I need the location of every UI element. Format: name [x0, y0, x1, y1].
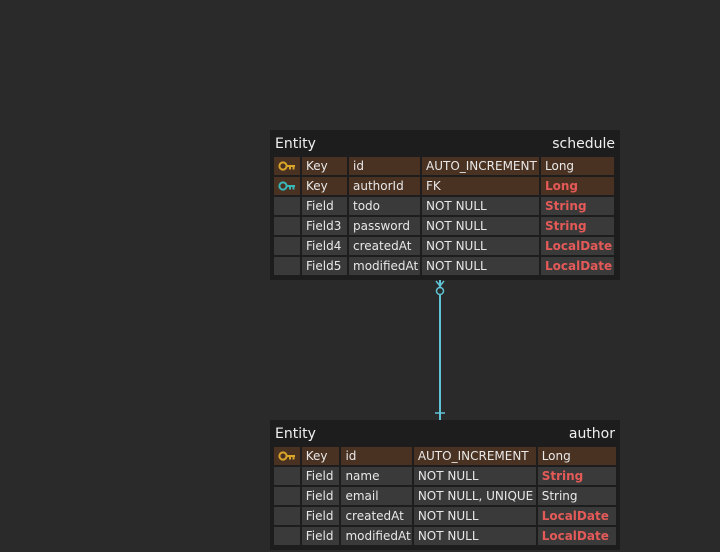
field-name: todo	[349, 197, 420, 215]
entity-name[interactable]: author	[568, 426, 615, 442]
field-type: String	[537, 467, 616, 485]
field-constraint: AUTO_INCREMENT	[422, 157, 539, 175]
field-constraint: NOT NULL	[422, 197, 539, 215]
field-role: Key	[301, 447, 340, 465]
field-role: Field3	[302, 217, 347, 235]
field-constraint: NOT NULL	[422, 257, 539, 275]
field-constraint: NOT NULL	[413, 467, 536, 485]
primary-key-icon	[274, 447, 300, 465]
field-type: LocalDate	[537, 507, 616, 525]
primary-key-icon	[274, 157, 300, 175]
field-constraint: NOT NULL	[413, 507, 536, 525]
crowfoot-zero-many-marker	[435, 280, 445, 296]
field-type: String	[541, 217, 614, 235]
field-role: Field5	[302, 257, 347, 275]
field-type: String	[541, 197, 614, 215]
field-type: Long	[537, 447, 616, 465]
field-role: Field	[301, 507, 340, 525]
entity-header: Entity author	[271, 421, 619, 447]
field-name: name	[341, 467, 412, 485]
field-type: Long	[541, 157, 614, 175]
field-role: Field	[302, 197, 347, 215]
field-type: String	[537, 487, 616, 505]
field-name: id	[341, 447, 412, 465]
field-icon-slot	[274, 507, 300, 525]
field-name: password	[349, 217, 420, 235]
field-name: createdAt	[341, 507, 412, 525]
field-role: Field	[301, 527, 340, 545]
field-icon-slot	[274, 237, 300, 255]
field-icon-slot	[274, 197, 300, 215]
field-role: Key	[302, 157, 347, 175]
entity-name[interactable]: schedule	[552, 136, 615, 152]
field-role: Field	[301, 487, 340, 505]
field-name: email	[341, 487, 412, 505]
field-icon-slot	[274, 257, 300, 275]
field-name: modifiedAt	[349, 257, 420, 275]
field-name: createdAt	[349, 237, 420, 255]
field-constraint: AUTO_INCREMENT	[413, 447, 536, 465]
entity-kind-label: Entity	[275, 426, 316, 442]
field-role: Field4	[302, 237, 347, 255]
field-icon-slot	[274, 467, 300, 485]
field-constraint: NOT NULL, UNIQUE	[413, 487, 536, 505]
field-role: Field	[301, 467, 340, 485]
entity-kind-label: Entity	[275, 136, 316, 152]
field-type: LocalDate	[541, 237, 614, 255]
field-constraint: NOT NULL	[413, 527, 536, 545]
field-type: Long	[541, 177, 614, 195]
field-icon-slot	[274, 527, 300, 545]
field-constraint: NOT NULL	[422, 237, 539, 255]
field-type: LocalDate	[537, 527, 616, 545]
field-name: id	[349, 157, 420, 175]
field-icon-slot	[274, 487, 300, 505]
field-name: modifiedAt	[341, 527, 412, 545]
field-constraint: FK	[422, 177, 539, 195]
foreign-key-icon	[274, 177, 300, 195]
field-icon-slot	[274, 217, 300, 235]
field-type: LocalDate	[541, 257, 614, 275]
entity-header: Entity schedule	[271, 131, 619, 157]
field-name: authorId	[349, 177, 420, 195]
field-role: Key	[302, 177, 347, 195]
field-constraint: NOT NULL	[422, 217, 539, 235]
